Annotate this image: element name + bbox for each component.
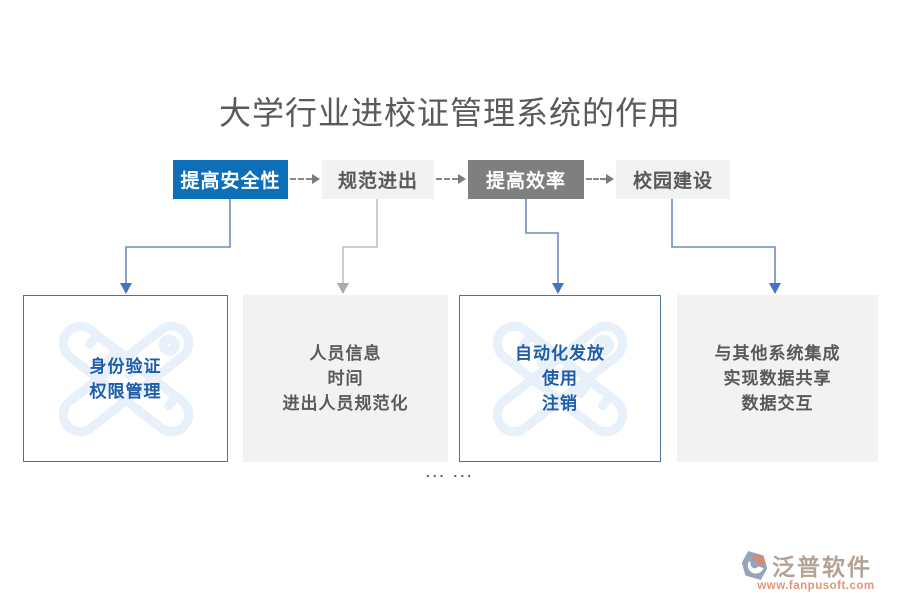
detail-line: 权限管理 bbox=[89, 381, 162, 401]
crossed-tools-watermark-icon bbox=[492, 321, 628, 436]
step-label: 提高安全性 bbox=[180, 171, 281, 192]
detail-box-text: 与其他系统集成 实现数据共享 数据交互 bbox=[715, 341, 841, 416]
detail-line: 进出人员规范化 bbox=[282, 394, 409, 413]
step-standardize-access: 规范进出 bbox=[322, 160, 434, 199]
connector-2-arrowhead-icon bbox=[337, 283, 349, 294]
connector-4 bbox=[671, 199, 776, 283]
detail-box-text: 人员信息 时间 进出人员规范化 bbox=[283, 341, 409, 416]
dash-line bbox=[436, 178, 458, 180]
logo-name: 泛普软件 bbox=[772, 554, 872, 580]
arrowhead-icon bbox=[606, 174, 614, 184]
detail-line: 注销 bbox=[542, 394, 578, 413]
logo-url: www.fanpusoft.com bbox=[757, 580, 875, 592]
detail-box-system-integration: 与其他系统集成 实现数据共享 数据交互 bbox=[677, 295, 878, 462]
detail-line: 实现数据共享 bbox=[723, 369, 832, 388]
detail-line: 与其他系统集成 bbox=[714, 344, 841, 363]
step-improve-security: 提高安全性 bbox=[173, 160, 288, 199]
connector-3 bbox=[525, 199, 559, 283]
detail-box-text: 身份验证 权限管理 bbox=[90, 354, 162, 404]
connector-1 bbox=[125, 199, 231, 283]
dashed-arrow-icon bbox=[290, 174, 320, 184]
detail-box-automation: 自动化发放 使用 注销 bbox=[459, 295, 661, 462]
detail-line: 使用 bbox=[542, 369, 578, 388]
connector-1-arrowhead-icon bbox=[120, 283, 132, 294]
connector-3-arrowhead-icon bbox=[552, 283, 564, 294]
detail-box-text: 自动化发放 使用 注销 bbox=[515, 341, 605, 416]
connector-4-arrowhead-icon bbox=[769, 283, 781, 294]
dash-line bbox=[586, 178, 606, 180]
page-title: 大学行业进校证管理系统的作用 bbox=[218, 95, 681, 131]
dash-line bbox=[290, 178, 312, 180]
detail-line: 时间 bbox=[327, 369, 364, 388]
fanpusoft-logo: 泛普软件 www.fanpusoft.com bbox=[740, 548, 892, 592]
step-label: 提高效率 bbox=[485, 171, 566, 192]
detail-line: 身份验证 bbox=[89, 356, 162, 376]
dashed-arrow-icon bbox=[436, 174, 466, 184]
step-label: 规范进出 bbox=[337, 171, 418, 192]
detail-line: 自动化发放 bbox=[515, 344, 605, 363]
step-label: 校园建设 bbox=[632, 171, 713, 192]
detail-line: 人员信息 bbox=[309, 344, 382, 363]
arrowhead-icon bbox=[458, 174, 466, 184]
arrowhead-icon bbox=[312, 174, 320, 184]
detail-box-personnel-info: 人员信息 时间 进出人员规范化 bbox=[243, 295, 448, 462]
detail-box-identity: 身份验证 权限管理 bbox=[23, 295, 228, 462]
step-improve-efficiency: 提高效率 bbox=[468, 160, 584, 199]
connector-2 bbox=[342, 199, 378, 283]
detail-line: 数据交互 bbox=[741, 394, 814, 413]
step-campus-construction: 校园建设 bbox=[616, 160, 730, 199]
crossed-tools-watermark-icon bbox=[58, 321, 193, 436]
dashed-arrow-icon bbox=[586, 174, 614, 184]
ellipsis-text: ... ... bbox=[425, 464, 475, 480]
fanpusoft-logo-icon bbox=[741, 550, 768, 580]
